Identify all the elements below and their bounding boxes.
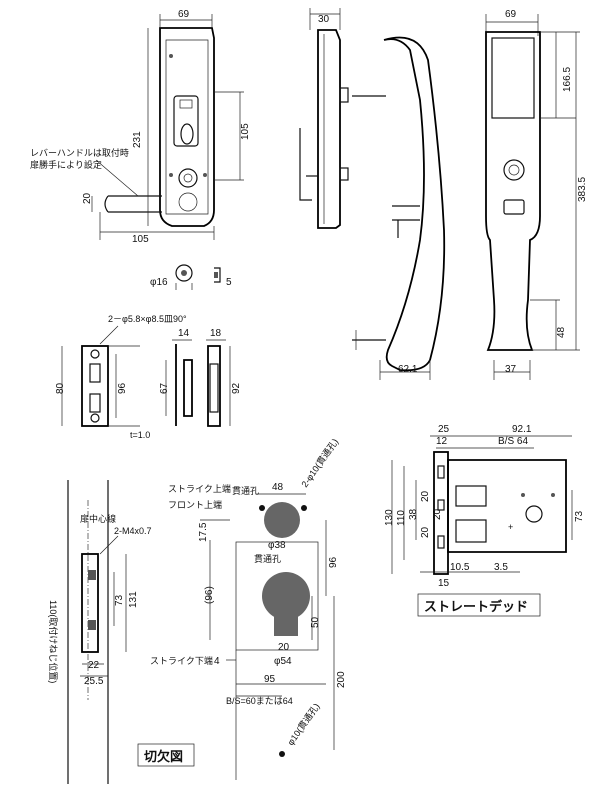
cutout-right-dim-200: 200 bbox=[336, 671, 347, 688]
lock-dim-38: 38 bbox=[408, 508, 419, 520]
side-view: 30 62.1 bbox=[299, 8, 446, 380]
front-top-label: フロント上端 bbox=[168, 499, 222, 510]
straight-dead-title: ストレートデッド bbox=[424, 599, 528, 614]
cylinder-dim-5: 5 bbox=[226, 277, 232, 288]
lock-dim-130: 130 bbox=[384, 509, 395, 526]
cutout-right-dim-17-5: 17.5 bbox=[198, 522, 209, 542]
side-dim-30: 30 bbox=[318, 14, 330, 25]
lock-case: 25 12 92.1 B/S 64 + 130 110 38 20 20 20 … bbox=[384, 424, 585, 617]
cutout-right-dim-20: 20 bbox=[278, 642, 290, 653]
strike-dim-96: 96 bbox=[117, 382, 128, 394]
lever-note-line1: レバーハンドルは取付時 bbox=[30, 148, 129, 158]
cutout-backset-note: B/S=60または64 bbox=[226, 696, 293, 706]
cutout-drawing-title: 切欠図 bbox=[144, 749, 183, 764]
lock-dim-110: 110 bbox=[396, 510, 407, 526]
mount-screw-dim: 110(取付けねじ位置) bbox=[48, 600, 59, 683]
rear-dim-48: 48 bbox=[556, 326, 567, 338]
strike-holes-note: 2－φ5.8×φ8.5皿90° bbox=[108, 314, 187, 324]
strike-side-dim-67: 67 bbox=[159, 382, 170, 394]
cylinder-diameter: φ16 bbox=[150, 277, 168, 288]
front-dim-20: 20 bbox=[82, 192, 93, 204]
front-view: 69 231 105 105 20 レバーハンドルは取付時 扉勝手により設定 bbox=[30, 9, 251, 245]
strike-side-dim-18: 18 bbox=[210, 328, 222, 339]
cutout-left-dim-73: 73 bbox=[114, 594, 125, 606]
lock-dim-20c: 20 bbox=[432, 508, 443, 520]
lock-dim-15: 15 bbox=[438, 578, 450, 589]
strike-bottom-label: ストライク下端 bbox=[150, 655, 213, 666]
through-hole-label-1: 貫通孔 bbox=[232, 486, 259, 496]
door-center-line-label: 扉中心線 bbox=[80, 513, 116, 524]
cutout-right-dia-54: φ54 bbox=[274, 656, 292, 667]
front-width-dim: 69 bbox=[178, 9, 190, 20]
screw-spec: 2-M4x0.7 bbox=[114, 526, 152, 536]
rear-dim-37: 37 bbox=[505, 364, 517, 375]
cutout-left-dim-22: 22 bbox=[88, 660, 100, 671]
lock-dim-20a: 20 bbox=[420, 490, 431, 502]
front-height-dim: 231 bbox=[132, 131, 143, 148]
hole-note-1: 2-φ10(貫通孔) bbox=[299, 437, 340, 489]
lock-dim-25: 25 bbox=[438, 424, 450, 435]
cutout-right-dim-50: 50 bbox=[310, 616, 321, 628]
hole-note-2: φ10(貫通孔) bbox=[285, 701, 321, 747]
cutout-left-dim-25-5: 25.5 bbox=[84, 676, 104, 687]
front-dim-105-vertical: 105 bbox=[240, 123, 251, 140]
strike-side-dim-14: 14 bbox=[178, 328, 190, 339]
cutout-right-dim-48: 48 bbox=[272, 482, 284, 493]
lock-dim-10-5: 10.5 bbox=[450, 562, 470, 573]
strike-dim-80: 80 bbox=[55, 382, 66, 394]
lock-dim-73: 73 bbox=[574, 510, 585, 522]
cutout-right-dim-96-paren: (96) bbox=[204, 586, 215, 604]
rear-dim-69: 69 bbox=[505, 9, 517, 20]
lock-dim-3-5: 3.5 bbox=[494, 562, 508, 573]
strike-side-view: 14 18 67 92 bbox=[159, 328, 242, 427]
cutout-left: 扉中心線 2-M4x0.7 110(取付けねじ位置) 73 131 22 25.… bbox=[48, 480, 152, 784]
cutout-left-dim-131: 131 bbox=[128, 591, 139, 608]
through-hole-label-2: 貫通孔 bbox=[254, 554, 281, 564]
lock-dim-92-1: 92.1 bbox=[512, 424, 532, 435]
rear-dim-383-5: 383.5 bbox=[577, 177, 588, 202]
cylinder-detail: φ16 5 bbox=[150, 264, 232, 290]
cutout-right-dim-95: 95 bbox=[264, 674, 276, 685]
rear-view: 69 166.5 383.5 48 37 bbox=[485, 9, 588, 380]
cutout-right-dim-4: 4 bbox=[214, 656, 220, 667]
side-dim-62-1: 62.1 bbox=[398, 364, 418, 375]
lock-dim-12: 12 bbox=[436, 436, 448, 447]
front-dim-105-horizontal: 105 bbox=[132, 234, 149, 245]
cutout-right-dim-96: 96 bbox=[328, 556, 339, 568]
strike-thickness: t=1.0 bbox=[130, 430, 150, 440]
lock-dim-20b: 20 bbox=[420, 526, 431, 538]
svg-text:+: + bbox=[508, 522, 513, 532]
cutout-right-dia-38: φ38 bbox=[268, 540, 286, 551]
lever-note-line2: 扉勝手により設定 bbox=[30, 159, 102, 170]
strike-side-dim-92: 92 bbox=[231, 382, 242, 394]
lock-backset: B/S 64 bbox=[498, 436, 528, 447]
strike-plate: 2－φ5.8×φ8.5皿90° 80 96 t=1.0 bbox=[55, 314, 187, 440]
cutout-right: ストライク上端 フロント上端 貫通孔 2-φ10(貫通孔) 48 φ38 17.… bbox=[150, 437, 347, 780]
strike-top-label: ストライク上端 bbox=[168, 483, 231, 494]
rear-dim-166-5: 166.5 bbox=[562, 67, 573, 92]
